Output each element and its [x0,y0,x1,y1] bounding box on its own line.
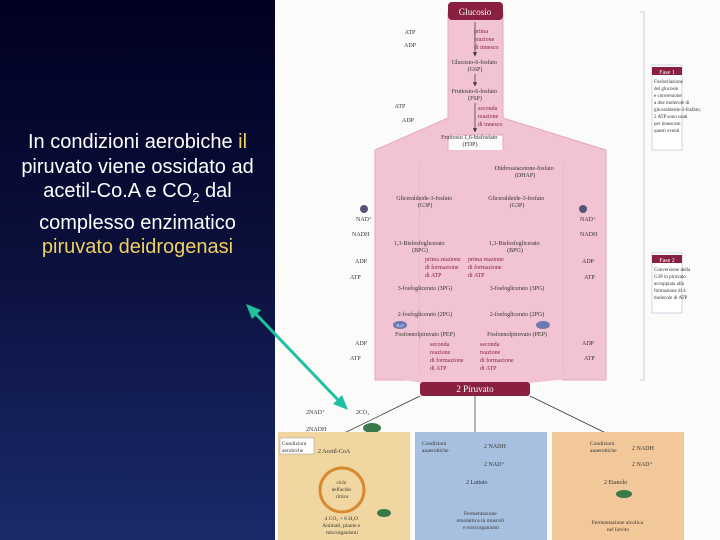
h2o-label: H₂O [396,323,403,328]
left-panel [0,0,275,540]
pep-left-label: Fosfoenolpiruvato (PEP) [395,331,455,338]
pyruvate-box [420,382,530,396]
dhap-label: Diidrossiacetone-fosfato (DHAP) [495,165,555,179]
krebs-label: ciclo dell'acido citrico [332,481,352,500]
pyruvate-label: 2 Piruvato [456,384,494,394]
caption-subscript: 2 [192,190,200,205]
anaerobic1-nadh: 2 NADH [484,444,506,450]
bottom-co2-label: 2CO₂ [356,410,369,416]
phase1-title: Fase 1 [659,70,675,76]
acetyl-label: 2 Acetil-CoA [318,449,351,455]
glucose-box [448,2,503,20]
atp1-label: ATP [405,30,416,36]
h2o-left-icon [393,321,407,329]
first-atp-left-label: prima reazione di formazione di ATP [425,257,462,279]
phase1-text: Fosforilazione del glucosio e conversion… [654,80,702,134]
anaerobic2-foot: Fermentazione alcolica nel lievito [592,520,645,533]
anaerobic2-nadh: 2 NADH [632,446,654,452]
reaction1-label: prima reazione di innesco [474,29,499,51]
glucose-label: Glucosio [459,7,492,17]
atp3-left-label: ATP [350,275,361,281]
aerobic-foot: 4 CO₂ + 6 H₂O Animali, piante e microrga… [322,516,361,536]
reaction2-label: seconda reazione di innesco [478,106,503,128]
h2o-right-icon [536,321,550,329]
bottom-nad-a: 2NAD⁺ [306,409,325,416]
anaerobic1-panel [415,432,547,540]
adp4-left-label: ADP [355,341,368,347]
phase-bracket [640,11,645,381]
phase2-title: Fase 2 [659,258,675,264]
pathway-trunk [374,11,607,381]
atp3-right-label: ATP [584,275,595,281]
second-atp-left-label: seconda reazione di formazione di ATP [430,342,465,372]
krebs-cycle-ring [318,466,366,514]
ethanol-label: 2 Etanolo [604,480,627,486]
anaerobic2-title: Condizioni anaerobiche [590,441,617,454]
bottom-nadh-a: 2NADH [306,427,327,433]
lactate-label: 2 Lattato [466,480,488,486]
anaerobic1-title: Condizioni anaerobiche [422,441,449,454]
co2-ethanol-icon [616,490,632,498]
caption-highlight-il: il [238,131,248,153]
pg3-left-label: 3-fosfoglicerato (3PG) [398,285,452,292]
nadh-right-label: NADH [580,232,598,238]
adp4-right-label: ADP [582,341,595,347]
caption-part-1: In condizioni aerobiche [27,131,239,153]
co2-aerobic-icon [377,509,391,517]
caption-part-3: piruvato viene ossidato ad acetil-Co.A e… [21,155,254,203]
nad-right-label: NAD⁺ [580,216,596,223]
atp4-right-label: ATP [584,356,595,362]
adp2-label: ADP [402,118,415,124]
first-atp-right-label: prima reazione di formazione di ATP [468,257,505,279]
atp4-left-label: ATP [350,356,361,362]
phase2-text: Conversione della G3P in piruvato accopp… [654,268,692,301]
bpg-left-label: 1,3-Bisfosfoglicerato (BPG) [394,240,446,254]
aerobic-title: Condizioni aerobiche [282,441,308,454]
anaerobic1-nad: 2 NAD⁺ [484,461,505,468]
fdp-label: Fruttosio 1,6-bisfosfato (FDP) [441,134,499,148]
f6p-label: Fruttosio-6-fosfato (F6P) [452,88,499,102]
adp1-label: ADP [404,43,417,49]
pep-right-label: Fosfoenolpiruvato (PEP) [487,331,547,338]
bpg-right-label: 1,3-Bisfosfoglicerato (BPG) [489,240,541,254]
adp3-left-label: ADP [355,259,368,265]
g6p-label: Glucosio-6-fosfato (G6P) [452,59,499,73]
caption-part-4: dal complesso enzimatico [39,180,236,234]
second-atp-right-label: seconda reazione di formazione di ATP [480,342,515,372]
pg2-right-label: 2-fosfoglicerato (2PG) [490,311,544,318]
pi-left-icon [360,205,368,213]
adp3-right-label: ADP [582,259,595,265]
anaerobic2-nad: 2 NAD⁺ [632,461,653,468]
caption: In condizioni aerobiche il piruvato vien… [10,130,265,260]
g3p-left-label: Gliceraldeide-3-fosfato (G3P) [396,195,453,209]
pi-right-icon [579,205,587,213]
anaerobic1-foot: Fermentazione omolattica in muscoli e mi… [456,511,505,531]
caption-highlight-enzyme: piruvato deidrogenasi [41,236,234,258]
phase1-box [651,64,683,151]
pg3-right-label: 3-fosfoglicerato (3PG) [490,285,544,292]
pg2-left-label: 2-fosfoglicerato (2PG) [398,311,452,318]
atp2-label: ATP [395,104,406,110]
g3p-right-label: Gliceraldeide-3-fosfato (G3P) [488,195,545,209]
anaerobic2-panel [552,432,684,540]
nadh-left-label: NADH [352,232,370,238]
nad-left-label: NAD⁺ [356,216,372,223]
co2-icon [363,423,381,433]
